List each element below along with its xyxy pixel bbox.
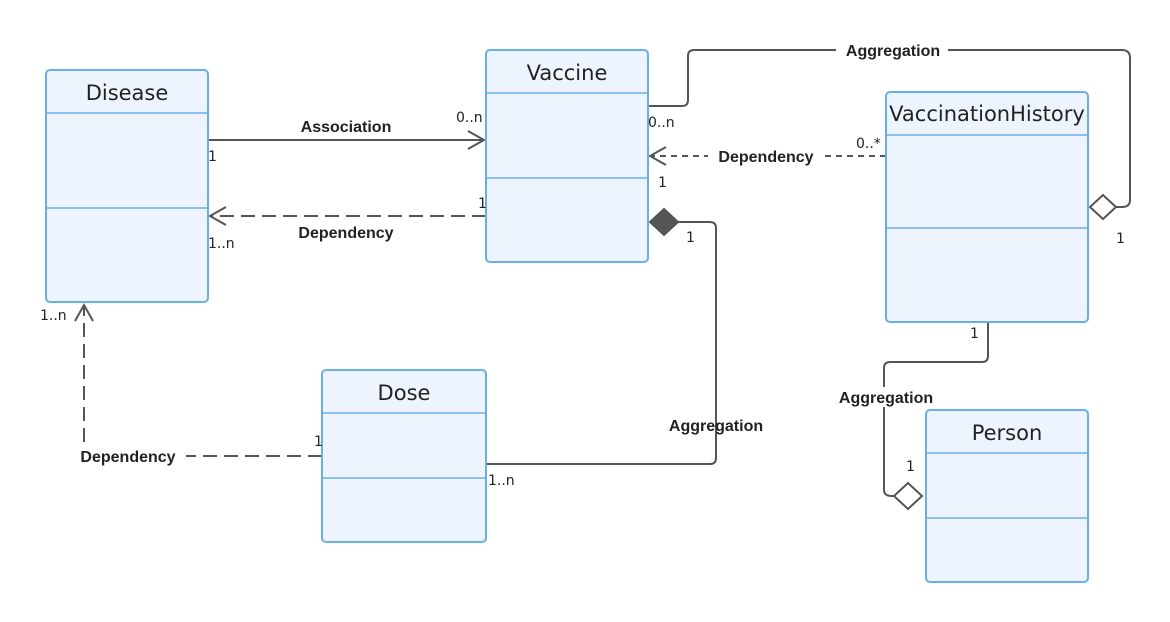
association-disease-vaccine <box>208 130 487 150</box>
dependency-dose-disease <box>74 302 322 457</box>
mult-dep-vd-vaccine: 1 <box>478 196 487 212</box>
label-aggregation-vaccine-dose: Aggregation <box>669 418 763 435</box>
dependency-vaccine-disease <box>207 206 486 226</box>
aggregation-diamond-icon <box>1088 193 1118 221</box>
open-arrow-icon <box>207 206 227 226</box>
mult-agg-vh-vaccine: 0..n <box>648 115 675 131</box>
class-name-dose: Dose <box>378 381 431 405</box>
mult-assoc-disease: 1 <box>208 149 217 165</box>
class-person[interactable]: Person <box>925 409 1089 583</box>
class-name-disease: Disease <box>86 81 169 105</box>
mult-agg-vdose-dose: 1..n <box>488 473 515 489</box>
mult-agg-vdose-vaccine: 1 <box>686 230 695 246</box>
open-arrow-icon <box>74 302 94 322</box>
class-vaccination-history[interactable]: VaccinationHistory <box>885 91 1089 323</box>
mult-dep-dd-dose: 1 <box>314 434 323 450</box>
mult-agg-hp-person: 1 <box>906 459 915 475</box>
class-dose[interactable]: Dose <box>321 369 487 543</box>
composition-diamond-icon <box>648 207 680 237</box>
aggregation-diamond-icon <box>892 481 924 511</box>
label-dependency-vaccine-disease: Dependency <box>298 225 393 242</box>
label-aggregation-vaccine-history: Aggregation <box>846 43 940 60</box>
open-arrow-icon <box>467 130 487 150</box>
class-name-vaccine: Vaccine <box>527 61 608 85</box>
mult-agg-vh-history: 1 <box>1116 231 1125 247</box>
mult-dep-hv-history: 0..* <box>856 136 881 152</box>
mult-dep-hv-vaccine: 1 <box>658 175 667 191</box>
label-dependency-dose-disease: Dependency <box>80 449 175 466</box>
mult-assoc-vaccine: 0..n <box>456 110 483 126</box>
class-name-person: Person <box>972 421 1043 445</box>
label-dependency-history-vaccine: Dependency <box>718 149 813 166</box>
mult-dep-vd-disease: 1..n <box>208 236 235 252</box>
class-disease[interactable]: Disease <box>45 69 209 303</box>
class-vaccine[interactable]: Vaccine <box>485 49 649 263</box>
label-association: Association <box>301 119 392 136</box>
class-name-vaccination-history: VaccinationHistory <box>889 102 1085 126</box>
aggregation-history-person <box>883 322 989 511</box>
label-aggregation-history-person: Aggregation <box>839 390 933 407</box>
mult-agg-hp-history: 1 <box>970 326 979 342</box>
aggregation-vaccine-dose <box>486 207 717 465</box>
mult-dep-dd-disease: 1..n <box>40 308 67 324</box>
dependency-history-vaccine <box>647 146 886 166</box>
open-arrow-icon <box>647 146 667 166</box>
